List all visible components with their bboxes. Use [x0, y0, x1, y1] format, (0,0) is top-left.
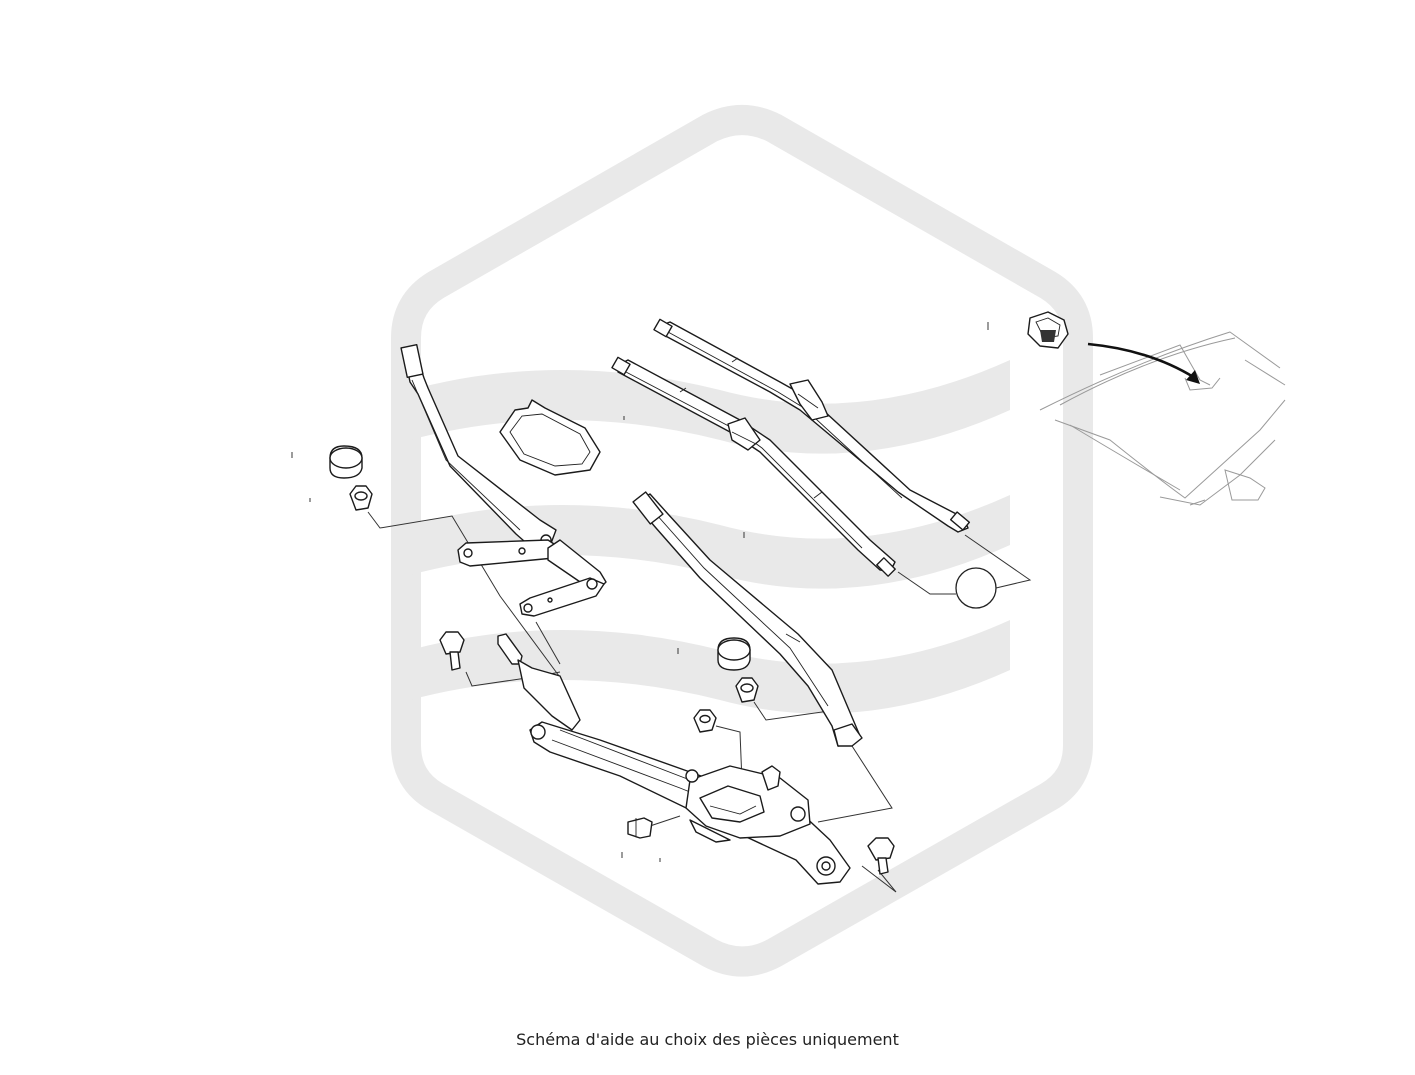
linkage-nut[interactable] [693, 709, 717, 733]
wiper-arm-nut[interactable] [349, 485, 373, 511]
watermark-band-middle [410, 495, 1010, 589]
wiper-arm-cap[interactable] [329, 445, 363, 479]
watermark-hexagon [391, 105, 1093, 977]
left-wiper-arm[interactable] [400, 343, 557, 549]
passenger-side-wiper-blade[interactable] [653, 318, 971, 533]
motor-connector[interactable] [627, 817, 653, 839]
right-wiper-arm[interactable] [632, 491, 863, 747]
rain-sensor[interactable] [1027, 311, 1069, 349]
watermark-band-bottom [410, 620, 1010, 714]
diagram-disclaimer-caption: Schéma d'aide au choix des pièces unique… [516, 1030, 899, 1049]
windshield-wiper-motor-linkage[interactable] [497, 633, 851, 885]
wiper-arm-cap-right[interactable] [717, 637, 751, 671]
rain-sensor-arrow [1087, 342, 1200, 384]
reference-circle [955, 567, 997, 609]
linkage-mounting-bolt-right[interactable] [867, 837, 895, 875]
linkage-mounting-bolt[interactable] [439, 631, 465, 671]
linkage-crank[interactable] [457, 539, 607, 617]
car-windshield-inset [1039, 331, 1286, 506]
leader-lines [367, 511, 1032, 893]
stray-marks [291, 322, 989, 862]
wiper-arm-nut-right[interactable] [735, 677, 759, 703]
rain-sensor-cover[interactable] [499, 399, 601, 476]
driver-side-wiper-blade[interactable] [611, 356, 896, 577]
